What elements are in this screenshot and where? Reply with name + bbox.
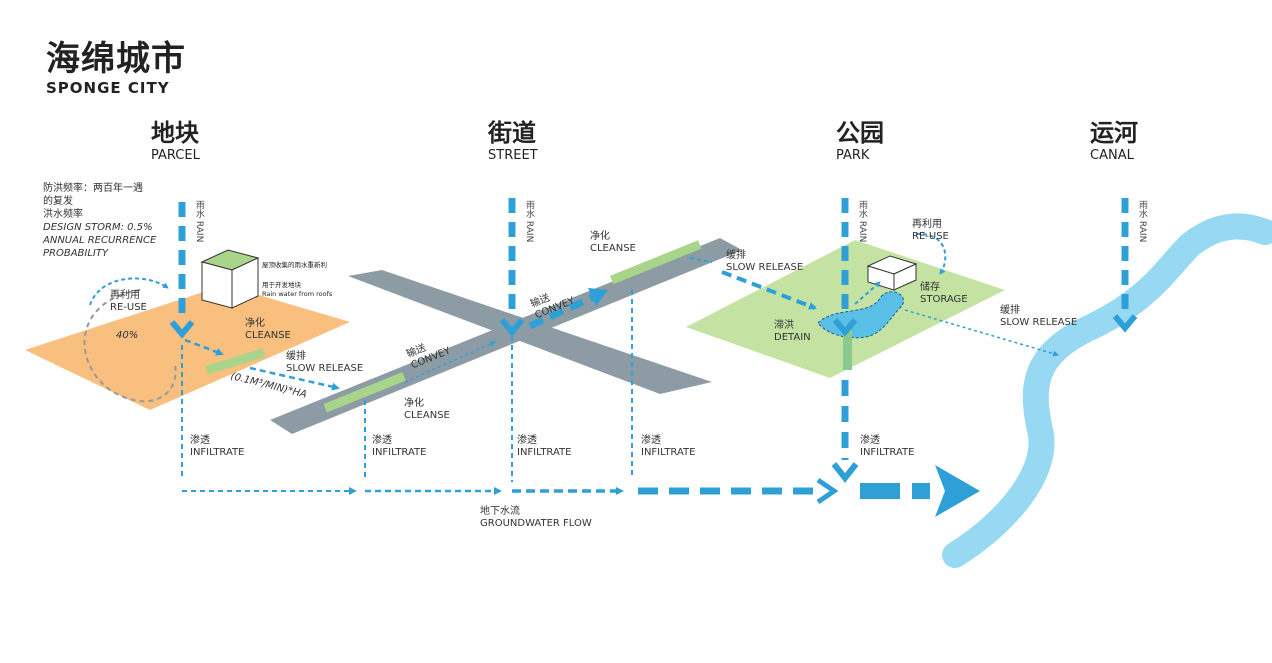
reuse-loop: [83, 289, 177, 403]
rain-label-canal: 雨水 RAIN: [1137, 200, 1147, 243]
street-diagonal-b: [348, 270, 712, 394]
street-bioswale-a: [323, 372, 406, 413]
roof-note-cn1: 屋顶收集的雨水重新利: [262, 261, 327, 269]
rain-label-parcel: 雨水 RAIN: [194, 200, 204, 243]
parcel-bioswale: [205, 348, 266, 375]
groundwater-flow-line: [182, 465, 980, 517]
infiltration-lines: [181, 290, 633, 482]
building-cube-icon: [200, 249, 260, 309]
section-title-canal: 运河: [1090, 119, 1138, 147]
section-title-street: 街道: [488, 119, 536, 147]
design-storm-note: 防洪频率：两百年一遇 的复发 洪水频率 DESIGN STORM: 0.5% A…: [43, 183, 157, 259]
section-title-parcel: 地块: [151, 119, 199, 147]
park-infiltration: [831, 380, 859, 483]
reuse-percent: 40%: [116, 330, 139, 341]
page-subtitle: SPONGE CITY: [46, 79, 170, 97]
rain-label-park: 雨水 RAIN: [857, 200, 867, 243]
page-title: 海绵城市: [46, 39, 186, 79]
section-label-canal: CANAL: [1090, 148, 1134, 163]
rain-label-street: 雨水 RAIN: [524, 200, 534, 243]
section-label-street: STREET: [488, 148, 538, 163]
parcel-plane: [25, 285, 350, 410]
canal-river: [942, 213, 1272, 568]
street-bioswale-b: [609, 240, 702, 285]
park-drain-column: [843, 330, 852, 370]
roof-note-en: Rain water from roofs: [262, 290, 333, 298]
roof-note-cn2: 用于开发地块: [262, 281, 301, 289]
section-label-park: PARK: [836, 148, 870, 163]
rain-arrows: [169, 198, 1138, 339]
section-title-park: 公园: [836, 119, 884, 147]
flow-arrows: [83, 232, 1059, 403]
section-label-parcel: PARCEL: [151, 148, 200, 163]
